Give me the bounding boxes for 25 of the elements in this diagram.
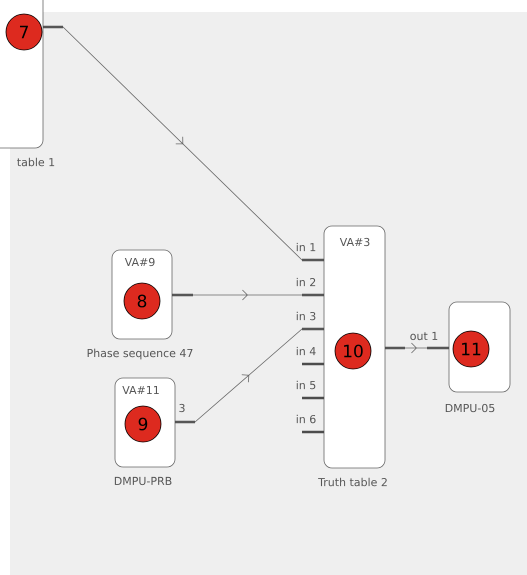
port-label: in 4 [296, 346, 316, 356]
block-box [112, 250, 172, 340]
connector [385, 342, 449, 354]
connector [175, 328, 324, 422]
connector [172, 290, 324, 300]
port-label: 3 [179, 404, 185, 412]
connector [43, 26, 324, 260]
port-label: in 3 [296, 312, 316, 320]
port-label: in 5 [296, 380, 316, 390]
port-label: out 1 [410, 332, 438, 340]
block-box [448, 302, 510, 392]
block-box [0, 0, 44, 148]
block-caption: Truth table 2 [318, 478, 387, 486]
block-caption: DMPU-05 [446, 404, 494, 412]
block-caption: Phase sequence 47 [88, 348, 192, 360]
port-label: in 6 [296, 414, 316, 424]
port-label: in 1 [296, 242, 316, 252]
block-box [114, 378, 176, 468]
port-label: in 2 [296, 278, 316, 286]
block-title: VA#3 [340, 238, 370, 246]
block-title: VA#9 [124, 258, 155, 266]
block-caption: DMPU-PRB [114, 476, 172, 486]
block-caption: table 1 [17, 158, 54, 166]
block-title: VA#11 [122, 386, 159, 394]
block-box [324, 226, 386, 468]
